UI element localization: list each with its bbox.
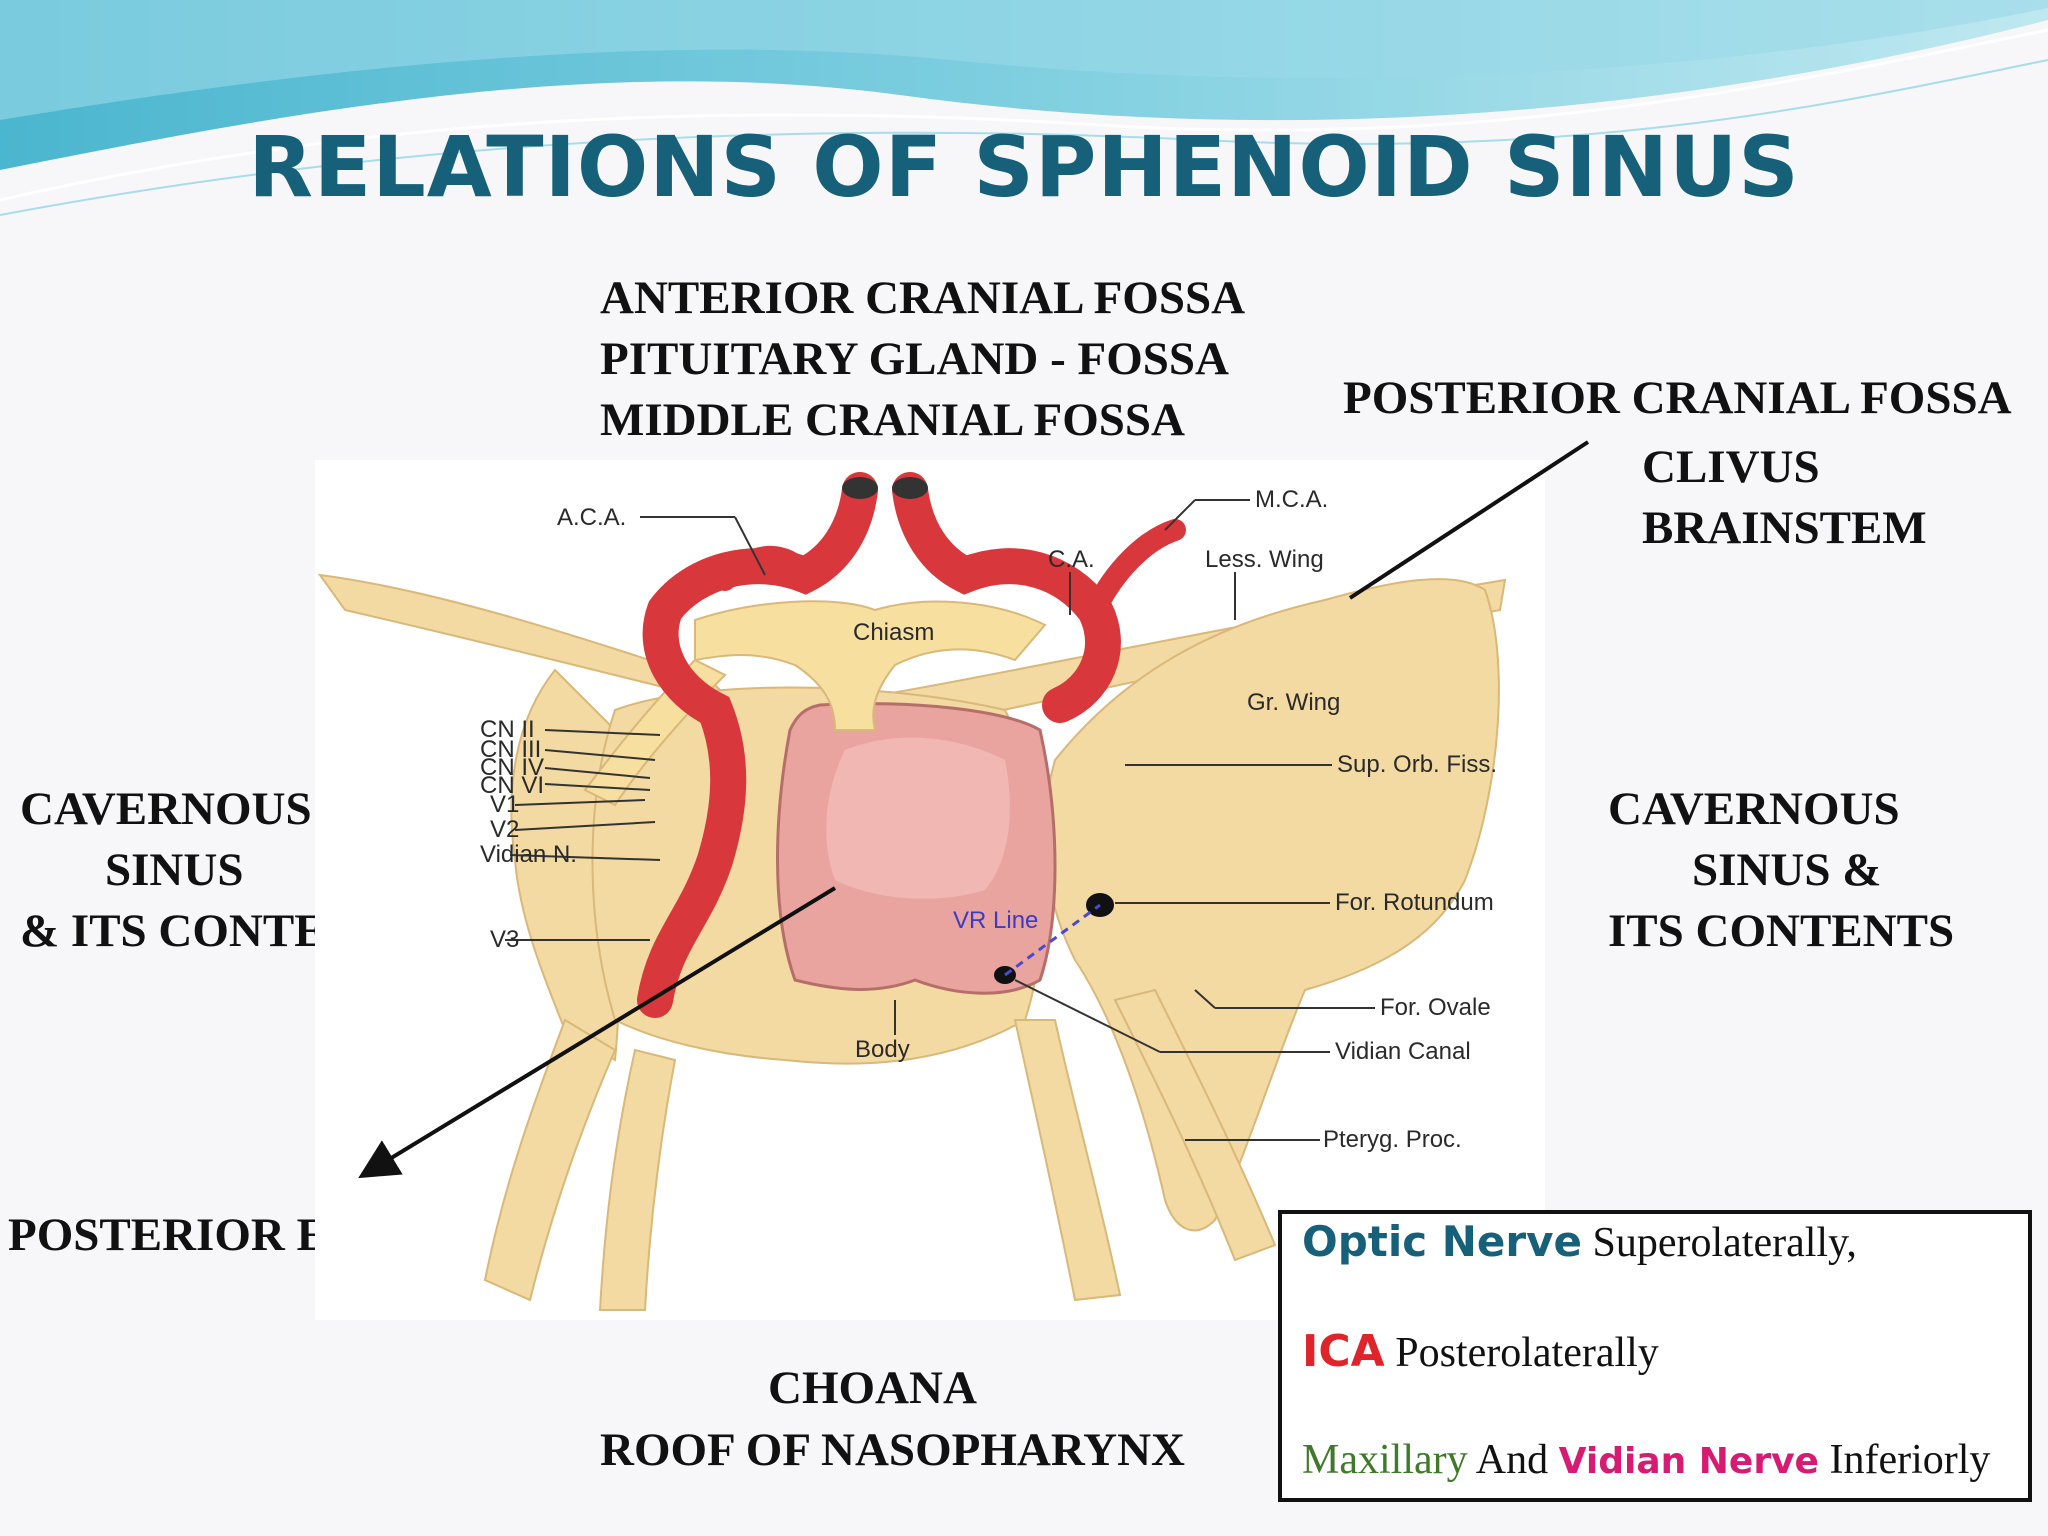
sinus-highlight [826,737,1010,899]
row-maxillary-vidian: Maxillary And Vidian Nerve Inferiorly [1302,1436,1990,1484]
diagram-label-pteryg-proc: Pteryg. Proc. [1323,1126,1462,1153]
maxillary-vidian-relation: Inferiorly [1818,1437,1991,1483]
middle-cerebral-artery [1084,519,1186,621]
label-roof-of-nasopharynx: ROOF OF NASOPHARYNX [600,1424,1185,1476]
label-clivus: CLIVUS [1642,441,1820,493]
label-left-cavernous: CAVERNOUS [20,783,312,835]
diagram-label-v2: V2 [490,816,519,843]
label-left-sinus: SINUS [105,844,244,896]
internal-carotid-artery-right [892,472,1121,723]
relations-summary-box: Optic Nerve Superolaterally, ICA Postero… [1278,1210,2032,1502]
diagram-label-ca: C.A. [1048,546,1095,573]
label-posterior-cranial-fossa: POSTERIOR CRANIAL FOSSA [1343,372,2012,424]
diagram-label-v3: V3 [490,926,519,953]
label-choana: CHOANA [768,1362,977,1414]
diagram-label-for-ovale: For. Ovale [1380,994,1491,1021]
label-pituitary-gland-fossa: PITUITARY GLAND - FOSSA [600,333,1229,385]
slide-title: RELATIONS OF SPHENOID SINUS [248,118,1800,216]
leader-lines [505,499,1375,1141]
ica-relation: Posterolaterally [1384,1330,1659,1376]
maxillary-term: Maxillary [1302,1437,1468,1483]
diagram-label-cn6: CN VI [480,772,544,799]
label-right-sinus: SINUS & [1692,844,1882,896]
diagram-label-chiasm: Chiasm [853,619,934,646]
arrow-posterior-ethmoids [358,886,837,1179]
label-right-its-contents: ITS CONTENTS [1608,905,1955,957]
label-right-cavernous: CAVERNOUS [1608,783,1900,835]
row-ica: ICA Posterolaterally [1302,1326,1659,1377]
row-optic-nerve: Optic Nerve Superolaterally, [1302,1217,1857,1267]
ica-term: ICA [1302,1326,1385,1377]
pterygoid-plate-left-inner [598,1048,677,1311]
artery-lumen-left [842,477,878,499]
diagram-label-vidian-canal: Vidian Canal [1335,1038,1471,1065]
diagram-label-aca: A.C.A. [557,504,626,531]
sphenoid-sinus-diagram: A.C.A. M.C.A. C.A. Less. Wing Chiasm Gr.… [315,460,1545,1320]
header-wave-decoration [0,0,2048,216]
diagram-label-body: Body [855,1036,910,1063]
diagram-label-vr-line: VR Line [953,907,1038,934]
label-anterior-cranial-fossa: ANTERIOR CRANIAL FOSSA [600,272,1246,324]
optic-nerve-term: Optic Nerve [1302,1217,1582,1266]
diagram-label-mca: M.C.A. [1255,486,1328,513]
arrow-line-posterior-cranial-fossa [1348,440,1590,600]
diagram-label-vidian-n: Vidian N. [480,841,577,868]
anterior-cerebral-artery [714,545,816,591]
diagram-label-sup-orb-fiss: Sup. Orb. Fiss. [1337,751,1497,778]
diagram-label-less-wing: Less. Wing [1205,546,1324,573]
diagram-label-cn3: CN III [480,736,541,763]
optic-chiasm [694,600,1047,731]
diagram-label-for-rotundum: For. Rotundum [1335,889,1494,916]
artery-lumen-right [892,477,928,499]
vr-line [1004,903,1101,977]
label-middle-cranial-fossa: MIDDLE CRANIAL FOSSA [600,394,1185,446]
diagram-label-cn2: CN II [480,716,535,743]
pterygoid-plate-left-outer [483,1018,617,1302]
vidian-nerve-term: Vidian Nerve [1558,1441,1819,1482]
pterygoid-plate-right-outer [1113,988,1277,1262]
optic-nerve-relation: Superolaterally, [1581,1220,1857,1266]
diagram-label-v1: V1 [490,791,519,818]
diagram-label-gr-wing: Gr. Wing [1247,689,1340,716]
and-text: And [1467,1437,1559,1483]
label-brainstem: BRAINSTEM [1642,502,1927,554]
diagram-label-cn4: CN IV [480,754,544,781]
pterygoid-plate-right-inner [1013,1019,1122,1302]
